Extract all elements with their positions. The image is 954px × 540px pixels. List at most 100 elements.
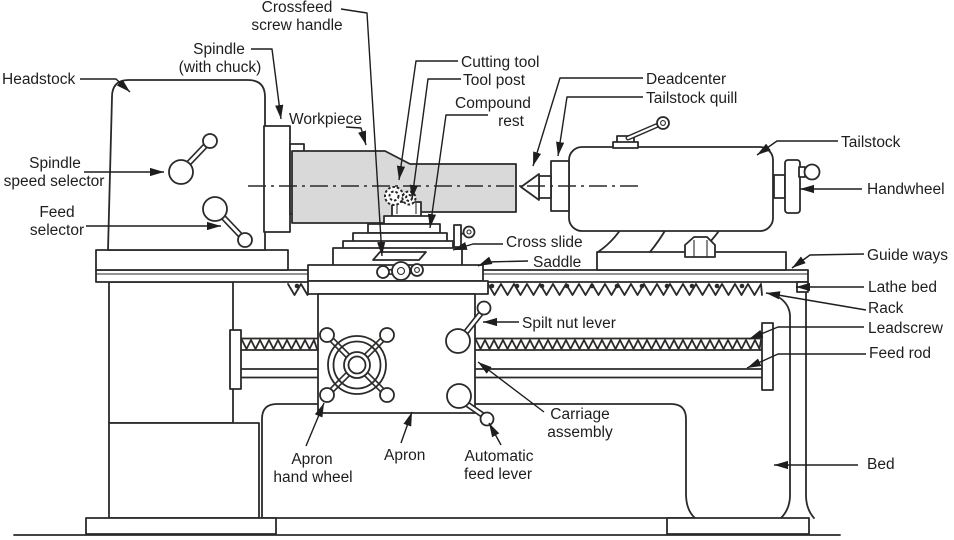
feed-selector-lever-ball: [202, 196, 228, 222]
leader-cross-slide: [452, 242, 503, 251]
headstock-group: [95, 79, 289, 271]
label-cross-slide: Cross slide: [506, 234, 583, 251]
bed-and-legs: [13, 281, 841, 536]
leader-apron: [400, 411, 413, 444]
quill-clamp-lever-ring: [656, 116, 670, 130]
leader-carriage-assembly: [477, 361, 545, 413]
cutting-tool-bit-left-inner: [388, 190, 400, 202]
label-spindle-speed-selector-2: speed selector: [4, 173, 105, 190]
rack-dot: [639, 283, 645, 289]
label-carriage-assembly-1: Carriage: [550, 406, 609, 423]
leader-apron-hand-wheel: [305, 402, 325, 447]
rack-dot: [714, 283, 720, 289]
spindle-speed-lever-knob: [202, 133, 218, 149]
leader-saddle: [477, 256, 529, 267]
label-handwheel: Handwheel: [867, 181, 945, 198]
leader-deadcenter: [532, 77, 643, 167]
label-bed: Bed: [867, 456, 895, 473]
saddle-detail-trapezoid: [372, 251, 427, 261]
right-foot: [666, 517, 810, 535]
tool-post-flange: [383, 215, 431, 225]
label-apron-hand-wheel-1: Apron: [291, 451, 332, 468]
label-compound-rest-2: rest: [498, 113, 525, 130]
label-apron: Apron: [384, 447, 425, 464]
label-spindle-with-chuck-2: (with chuck): [179, 59, 262, 76]
label-spindle-speed-selector-1: Spindle: [29, 155, 81, 172]
leader-rack: [765, 291, 867, 311]
leader-headstock: [80, 78, 131, 93]
rack-dot: [294, 283, 300, 289]
label-apron-hand-wheel-2: hand wheel: [273, 469, 352, 486]
feed-selector-lever-knob: [237, 232, 253, 248]
handwheel-knob: [803, 163, 821, 181]
rack-dot: [564, 283, 570, 289]
cutting-tool-bit-right-inner: [405, 194, 413, 202]
deadcenter-cone: [520, 173, 540, 201]
leader-tailstock-quill: [556, 96, 643, 157]
leader-leadscrew: [748, 326, 864, 340]
label-lathe-bed: Lathe bed: [868, 279, 937, 296]
label-feed-selector-1: Feed: [39, 204, 74, 221]
quill-clamp-base: [612, 141, 639, 149]
label-feed-rod: Feed rod: [869, 345, 931, 362]
label-tailstock: Tailstock: [841, 134, 901, 151]
handwheel-spacer: [773, 174, 786, 199]
label-headstock: Headstock: [2, 71, 75, 88]
label-deadcenter: Deadcenter: [646, 71, 726, 88]
leader-workpiece: [345, 126, 367, 146]
label-tool-post: Tool post: [463, 72, 526, 89]
spilt-nut-lever-ball: [445, 328, 471, 354]
leader-automatic-feed-lever: [488, 422, 502, 446]
tailstock-group: [520, 116, 821, 271]
label-guide-ways: Guide ways: [867, 247, 948, 264]
leader-crossfeed-screw-handle: [340, 8, 386, 257]
workpiece-shape: [291, 150, 517, 224]
labels: Crossfeed screw handle Spindle (with chu…: [2, 0, 948, 486]
left-leg-lower: [108, 422, 260, 519]
rack-dot: [614, 283, 620, 289]
apron-wheel-knob-nw: [319, 327, 335, 343]
label-spindle-with-chuck-1: Spindle: [193, 41, 245, 58]
carriage-strip: [307, 280, 489, 295]
label-spilt-nut-lever: Spilt nut lever: [522, 315, 616, 332]
label-workpiece: Workpiece: [289, 111, 362, 128]
generated-teeth: [241, 283, 763, 350]
rack-teeth-right: [487, 283, 763, 296]
label-compound-rest-1: Compound: [455, 95, 531, 112]
leadscrew-thread-left: [241, 339, 318, 350]
tailstock-body: [568, 146, 774, 232]
leader-guide-ways: [791, 253, 865, 269]
apron-wheel-knob-se: [379, 387, 395, 403]
handwheel-disc: [784, 159, 801, 214]
left-leg-upper: [108, 281, 234, 424]
label-carriage-assembly-2: assembly: [547, 424, 613, 441]
label-automatic-feed-lever-2: feed lever: [464, 466, 532, 483]
crossfeed-handle-ball: [376, 265, 390, 279]
label-tailstock-quill: Tailstock quill: [646, 90, 737, 107]
crossfeed-handle-hub: [396, 266, 406, 276]
right-leg-left-edge: [774, 294, 791, 519]
automatic-feed-lever-ball: [446, 383, 472, 409]
label-crossfeed-screw-handle-1: Crossfeed: [262, 0, 333, 16]
left-foot: [85, 517, 277, 535]
spilt-nut-lever-knob: [476, 300, 492, 316]
rack-dot: [689, 283, 695, 289]
leader-cutting-tool: [396, 60, 458, 181]
rack-dot: [539, 283, 545, 289]
label-saddle: Saddle: [533, 254, 581, 271]
crossfeed-handle-ring: [410, 263, 424, 277]
label-cutting-tool: Cutting tool: [461, 54, 539, 71]
rack-dot: [664, 283, 670, 289]
apron-wheel-knob-sw: [319, 387, 335, 403]
apron-wheel-rim-inner: [332, 340, 382, 390]
compound-rest-upper: [367, 223, 441, 234]
label-leadscrew: Leadscrew: [868, 320, 944, 337]
spindle-speed-lever-ball: [168, 159, 194, 185]
chuck-body: [263, 125, 291, 233]
label-crossfeed-screw-handle-2: screw handle: [251, 17, 342, 34]
apron-wheel-hub-inner: [347, 355, 367, 375]
left-bracket: [229, 329, 242, 390]
rack-dot: [514, 283, 520, 289]
